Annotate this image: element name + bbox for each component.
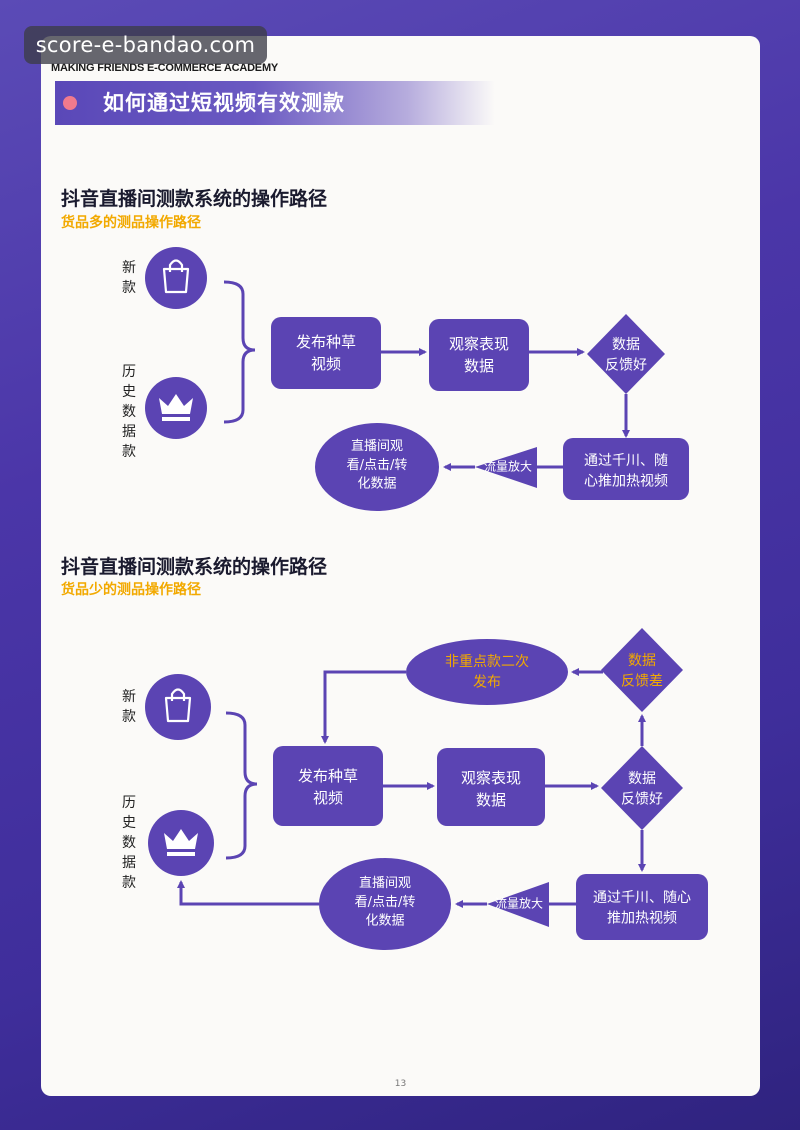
section2-subtitle: 货品少的测品操作路径	[61, 582, 201, 598]
section2-bad-text: 数据反馈差	[621, 653, 663, 689]
section2-observe-text: 观察表现数据	[461, 769, 521, 809]
page-number: 13	[394, 1079, 407, 1089]
academy-name: MAKING FRIENDS E-COMMERCE ACADEMY	[51, 62, 279, 74]
section2-publish-text: 发布种草视频	[298, 767, 358, 807]
section2-label-history: 历史数据款	[122, 795, 136, 891]
section1-good-text: 数据反馈好	[605, 337, 647, 373]
section2-bracket	[225, 711, 258, 860]
section2-amplify-triangle	[487, 882, 549, 927]
page-title: 如何通过短视频有效测款	[103, 91, 345, 115]
section1-new-bag-icon	[145, 247, 207, 309]
section2-new-bag-icon	[145, 674, 211, 740]
document-page: MAKING FRIENDS E-COMMERCE ACADEMY 如何通过短视…	[41, 36, 760, 1096]
section1-live-ellipse	[315, 423, 439, 511]
section1-title: 抖音直播间测款系统的操作路径	[61, 188, 328, 210]
section1-history-crown-icon	[145, 377, 207, 439]
section2-live-text: 直播间观看/点击/转化数据	[355, 876, 416, 929]
section2-amplify-text: 流量放大	[495, 896, 543, 911]
section2-bad-diamond	[601, 628, 683, 712]
section2-boost-text: 通过千川、随心推加热视频	[593, 890, 691, 926]
page-title-bar: 如何通过短视频有效测款	[55, 81, 495, 125]
section1-live-text: 直播间观看/点击/转化数据	[347, 439, 408, 492]
section1-amplify-text: 流量放大	[484, 459, 532, 474]
flowchart-canvas: 发布种草视频 观察表现数据 数据反馈好 通过千川、随心推加热视频 流量放大 直播…	[145, 247, 708, 950]
section1-publish-text: 发布种草视频	[296, 333, 356, 373]
section2-repost-text: 非重点款二次发布	[445, 654, 529, 690]
section2-history-crown-icon	[148, 810, 214, 876]
section2-repost-ellipse	[406, 639, 568, 705]
section1-observe-text: 观察表现数据	[449, 335, 509, 375]
section2-title: 抖音直播间测款系统的操作路径	[61, 556, 328, 578]
section1-label-new: 新款	[122, 260, 136, 296]
section1-observe-node	[429, 319, 529, 391]
watermark: score-e-bandao.com	[24, 26, 267, 64]
section1-publish-node	[271, 317, 381, 389]
section2-publish-node	[273, 746, 383, 826]
section1-boost-text: 通过千川、随心推加热视频	[584, 453, 668, 489]
section2-live-ellipse	[319, 858, 451, 950]
section1-label-history: 历史数据款	[122, 364, 136, 460]
section2-observe-node	[437, 748, 545, 826]
section1-bracket	[223, 280, 256, 424]
section1-boost-node	[563, 438, 689, 500]
title-dot	[63, 96, 77, 110]
section2-good-diamond	[601, 746, 683, 830]
section2-label-new: 新款	[122, 689, 136, 725]
section1-amplify-triangle	[475, 447, 537, 488]
section2-good-text: 数据反馈好	[621, 771, 663, 807]
section1-subtitle: 货品多的测品操作路径	[61, 215, 201, 231]
section1-good-diamond	[587, 314, 665, 394]
section2-boost-node	[576, 874, 708, 940]
